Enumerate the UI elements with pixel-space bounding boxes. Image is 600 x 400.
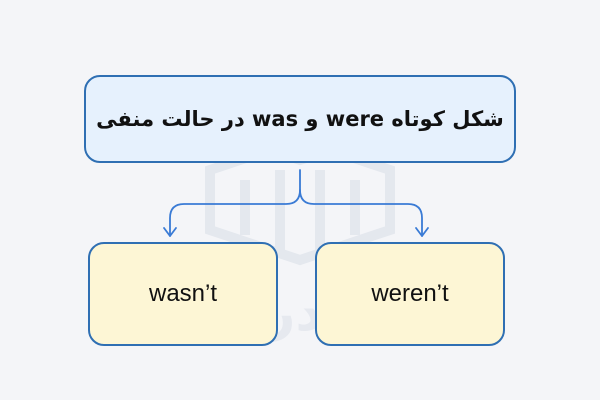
child-node-wasnt: wasn’t xyxy=(88,242,278,346)
arrowhead-right xyxy=(415,227,429,237)
connector-stem xyxy=(169,169,301,237)
root-node: شکل کوتاه were و was در حالت منفی xyxy=(84,75,516,163)
arrowhead-left xyxy=(163,227,177,237)
connector-stem-right xyxy=(299,189,423,237)
child-node-werent: weren’t xyxy=(315,242,505,346)
child-node-label-wasnt: wasn’t xyxy=(148,280,218,307)
child-node-label-werent: weren’t xyxy=(371,280,449,307)
root-node-label: شکل کوتاه were و was در حالت منفی xyxy=(96,107,504,131)
